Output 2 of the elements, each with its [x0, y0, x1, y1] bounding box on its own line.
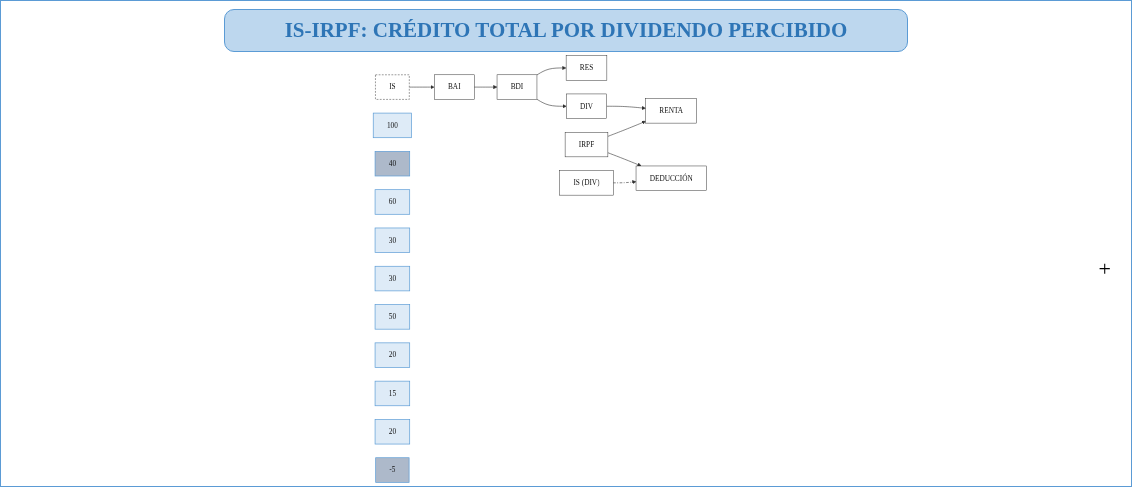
plus-sign-note: + — [1098, 256, 1111, 282]
title-banner: IS-IRPF: CRÉDITO TOTAL POR DIVIDENDO PERCIBIDO — [223, 9, 909, 52]
